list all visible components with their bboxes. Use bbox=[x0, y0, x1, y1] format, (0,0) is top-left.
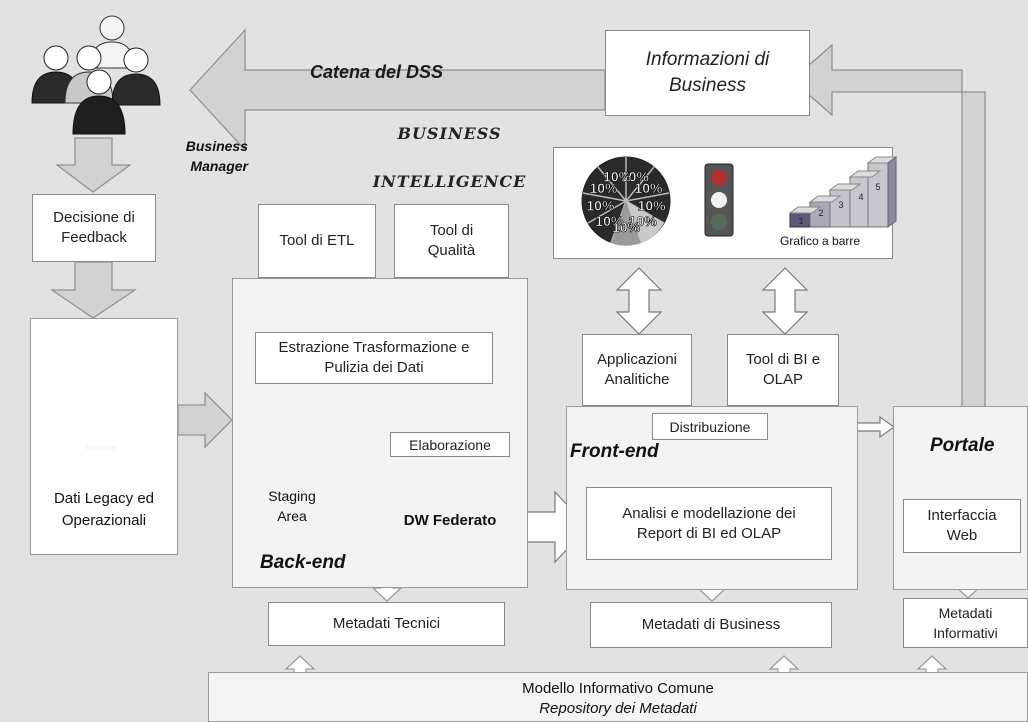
distribution-box: Distribuzione bbox=[652, 413, 768, 440]
bar-number: 3 bbox=[838, 200, 843, 210]
legacy-data-label: Dati Legacy ed Operazionali bbox=[53, 490, 155, 529]
common-model-label: Modello Informativo Comune bbox=[522, 680, 714, 697]
dw-federated-label: DW Federato bbox=[403, 512, 497, 529]
dss-chain-arrow bbox=[189, 28, 606, 152]
feedback-decision-box: Decisione di Feedback bbox=[32, 194, 156, 262]
elaboration-box: Elaborazione bbox=[390, 432, 510, 457]
graphics-bitools-double-arrow bbox=[761, 267, 809, 335]
database-label: Database bbox=[86, 445, 116, 452]
analysis-modeling-box: Analisi e modellazione dei Report di BI … bbox=[586, 487, 832, 560]
pie-chart-labels: 10%10%10%10%10%10%10%10%10% bbox=[586, 168, 667, 235]
pie-label: 10% bbox=[634, 180, 663, 196]
traffic-light-icon bbox=[704, 163, 734, 237]
back-end-label: Back-end bbox=[260, 552, 346, 573]
business-manager-label: Business Manager bbox=[185, 138, 248, 174]
pie-label: 10% bbox=[589, 180, 618, 196]
bar-chart-caption: Grafico a barre bbox=[780, 234, 861, 248]
feedback-to-legacy-arrow bbox=[50, 261, 137, 319]
pie-label: 10% bbox=[621, 169, 650, 185]
pie-label: 10% bbox=[612, 219, 641, 235]
metadata-repository-label: Repository dei Metadati bbox=[539, 700, 697, 717]
pie-label: 10% bbox=[629, 213, 658, 229]
analytic-apps-box: Applicazioni Analitiche bbox=[582, 334, 692, 406]
portal-to-info-arrow bbox=[791, 43, 986, 411]
bi-system-line-2: INTELLIGENCE bbox=[372, 172, 527, 191]
dss-chain-label: Catena del DSS bbox=[310, 62, 444, 82]
graphics-apps-double-arrow bbox=[615, 267, 663, 335]
web-interface-box: Interfaccia Web bbox=[903, 499, 1021, 553]
bar-number: 5 bbox=[875, 182, 880, 192]
bar-number: 2 bbox=[818, 208, 823, 218]
etl-process-box: Estrazione Trasformazione e Pulizia dei … bbox=[255, 332, 493, 384]
pie-chart-icon bbox=[581, 156, 671, 246]
pie-label: 10% bbox=[638, 198, 667, 214]
business-metadata-box: Metadati di Business bbox=[590, 602, 832, 648]
portal-label: Portale bbox=[930, 435, 995, 456]
legacy-data-panel bbox=[30, 318, 178, 555]
pie-label: 10% bbox=[603, 169, 632, 185]
bi-olap-tools-box: Tool di BI e OLAP bbox=[727, 334, 839, 406]
bar-chart-icon bbox=[788, 156, 898, 228]
front-end-label: Front-end bbox=[570, 441, 659, 462]
staging-area-label: Staging Area bbox=[268, 488, 316, 524]
quality-tool-box: Tool di Qualità bbox=[394, 204, 509, 278]
pie-label: 10% bbox=[595, 213, 624, 229]
bar-number: 4 bbox=[858, 192, 863, 202]
bi-system-line-1: BUSINESS bbox=[397, 124, 502, 143]
portal-panel bbox=[893, 406, 1028, 590]
legacy-to-backend-arrow bbox=[177, 391, 233, 449]
business-info-box: Informazioni di Business bbox=[605, 30, 810, 116]
technical-metadata-box: Metadati Tecnici bbox=[268, 602, 505, 646]
bar-number: 1 bbox=[798, 216, 803, 226]
etl-tool-box: Tool di ETL bbox=[258, 204, 376, 278]
business-managers-icon bbox=[31, 15, 161, 135]
manager-to-feedback-arrow bbox=[55, 137, 132, 193]
pie-label: 10% bbox=[586, 198, 615, 214]
informative-metadata-box: Metadati Informativi bbox=[903, 598, 1028, 648]
bar-chart-numbers: 1 2 3 4 5 bbox=[798, 182, 880, 226]
